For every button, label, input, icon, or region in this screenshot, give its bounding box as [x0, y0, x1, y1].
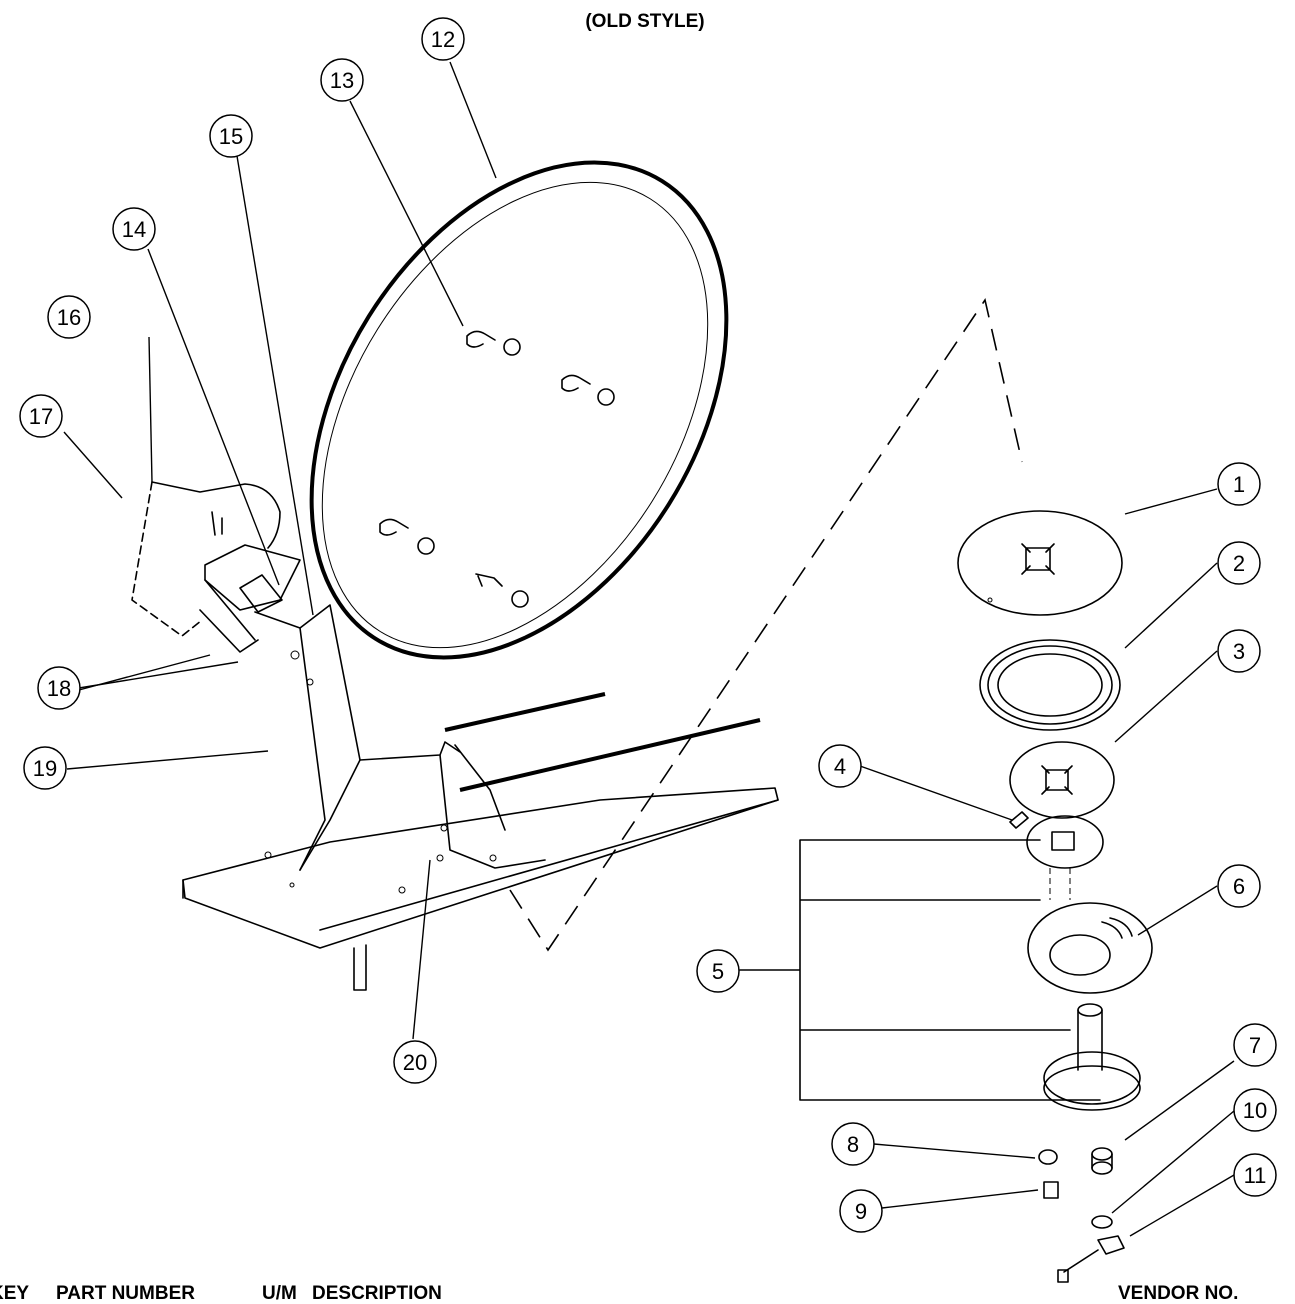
svg-text:20: 20 — [403, 1050, 427, 1075]
svg-text:16: 16 — [57, 305, 81, 330]
base-plate — [182, 692, 779, 991]
part-screw — [1009, 811, 1029, 829]
part-number-column-header: PART NUMBER — [56, 1283, 195, 1304]
reflector-dish — [309, 160, 729, 660]
part-gasket-ring — [979, 639, 1121, 731]
part-set-screw — [1038, 1149, 1058, 1165]
detail-wedge-lines — [509, 298, 1023, 952]
callout-11: 11 — [1233, 1153, 1277, 1197]
callout-14: 14 — [112, 207, 156, 251]
svg-text:15: 15 — [219, 124, 243, 149]
callout-2: 2 — [1217, 541, 1261, 585]
part-cover-disc — [957, 510, 1123, 616]
description-column-header: DESCRIPTION — [312, 1283, 442, 1304]
callout-1: 1 — [1217, 462, 1261, 506]
svg-text:2: 2 — [1233, 551, 1245, 576]
callout-7: 7 — [1233, 1023, 1277, 1067]
part-plate — [1009, 741, 1115, 819]
callout-9: 9 — [839, 1189, 883, 1233]
part-top-flange — [1026, 815, 1104, 900]
svg-text:4: 4 — [834, 754, 846, 779]
svg-text:7: 7 — [1249, 1033, 1261, 1058]
callout-12: 12 — [421, 17, 465, 61]
svg-text:18: 18 — [47, 676, 71, 701]
antenna-assembly — [131, 160, 779, 991]
svg-text:12: 12 — [431, 27, 455, 52]
leader-lines — [63, 61, 1235, 1237]
group-bracket — [739, 839, 1101, 1101]
callout-8: 8 — [831, 1122, 875, 1166]
svg-text:14: 14 — [122, 217, 146, 242]
part-shaft-base — [1043, 1003, 1141, 1111]
callout-13: 13 — [320, 58, 364, 102]
callout-15: 15 — [209, 114, 253, 158]
svg-text:11: 11 — [1244, 1163, 1267, 1188]
svg-text:19: 19 — [33, 756, 57, 781]
svg-text:10: 10 — [1243, 1098, 1267, 1123]
callout-6: 6 — [1217, 864, 1261, 908]
callout-5: 5 — [696, 949, 740, 993]
callout-16: 16 — [47, 295, 91, 339]
svg-text:1: 1 — [1233, 472, 1245, 497]
callout-3: 3 — [1217, 629, 1261, 673]
vendor-no-column-header: VENDOR NO. — [1118, 1283, 1239, 1304]
callout-4: 4 — [818, 744, 862, 788]
part-washer — [1091, 1215, 1113, 1229]
svg-text:3: 3 — [1233, 639, 1245, 664]
pedestal — [254, 604, 546, 894]
svg-text:13: 13 — [330, 68, 354, 93]
svg-text:9: 9 — [855, 1199, 867, 1224]
dish-mounting-holes — [379, 330, 615, 608]
part-bushing — [1091, 1147, 1113, 1175]
diagram-title: (OLD STYLE) — [585, 11, 704, 32]
callout-20: 20 — [393, 1040, 437, 1084]
callout-10: 10 — [1233, 1088, 1277, 1132]
feed-housing — [131, 481, 301, 653]
callout-18: 18 — [37, 666, 81, 710]
callout-19: 19 — [23, 746, 67, 790]
part-large-flange — [1027, 902, 1153, 994]
svg-text:8: 8 — [847, 1132, 859, 1157]
svg-text:5: 5 — [712, 959, 724, 984]
svg-text:17: 17 — [29, 404, 53, 429]
part-nut-bolt — [1057, 1235, 1125, 1283]
exploded-parts — [739, 510, 1153, 1283]
key-column-header: KEY — [0, 1283, 30, 1304]
callout-17: 17 — [19, 394, 63, 438]
svg-text:6: 6 — [1233, 874, 1245, 899]
part-block — [1043, 1181, 1059, 1199]
um-column-header: U/M — [262, 1283, 297, 1304]
